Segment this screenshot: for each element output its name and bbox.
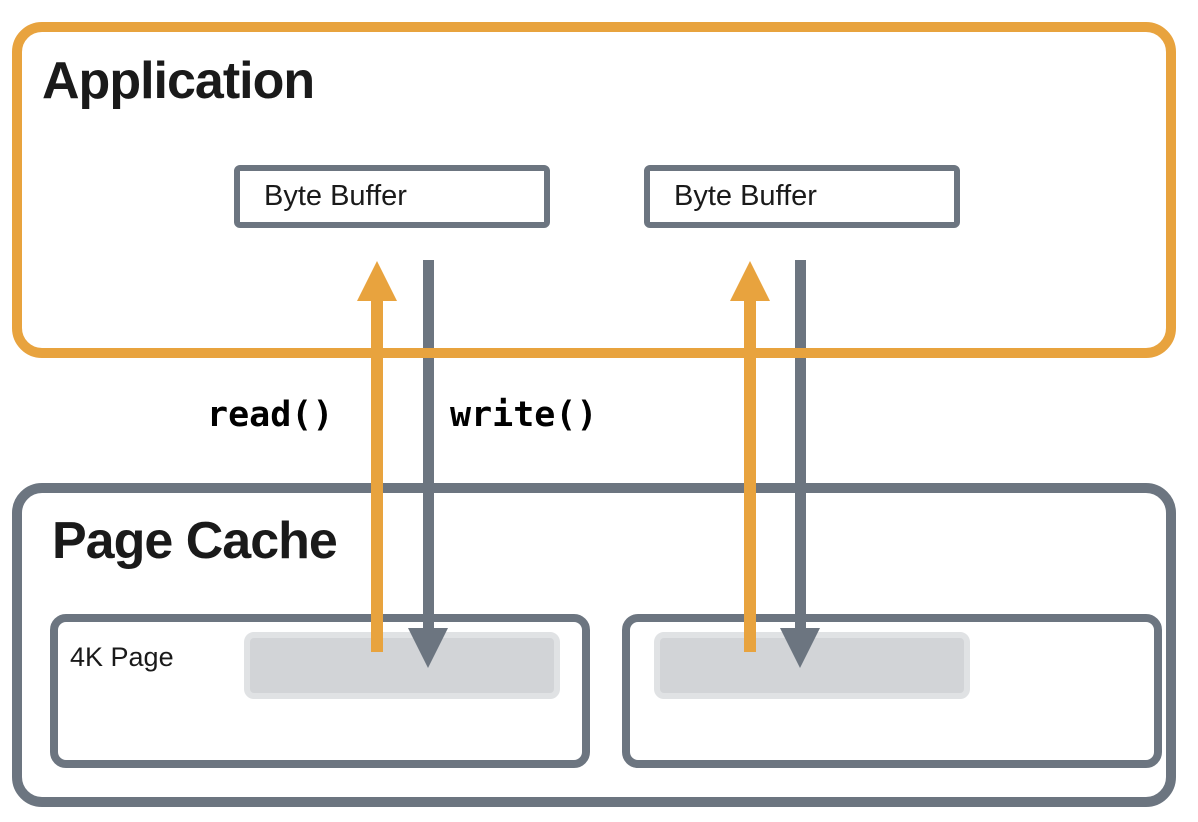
arrowhead-up-icon xyxy=(730,261,770,301)
page-cache-box: Page Cache 4K Page xyxy=(12,483,1176,807)
write-arrow-shaft xyxy=(795,260,806,630)
page-cache-title: Page Cache xyxy=(52,512,338,570)
write-arrow-shaft xyxy=(423,260,434,630)
byte-buffer-label: Byte Buffer xyxy=(264,180,407,212)
arrowhead-up-icon xyxy=(357,261,397,301)
byte-buffer-box-left: Byte Buffer xyxy=(234,165,550,228)
read-arrow-shaft xyxy=(371,299,383,652)
byte-buffer-label: Byte Buffer xyxy=(674,180,817,212)
read-arrow-shaft xyxy=(744,299,756,652)
cached-page-fill xyxy=(244,632,560,699)
page-box-label: 4K Page xyxy=(70,642,174,672)
byte-buffer-box-right: Byte Buffer xyxy=(644,165,960,228)
application-title: Application xyxy=(42,52,315,110)
arrowhead-down-icon xyxy=(780,628,820,668)
arrowhead-down-icon xyxy=(408,628,448,668)
page-box-right xyxy=(622,614,1162,768)
write-syscall-label: write() xyxy=(450,395,598,435)
page-box-left: 4K Page xyxy=(50,614,590,768)
application-box: Application xyxy=(12,22,1176,358)
read-syscall-label: read() xyxy=(207,395,334,435)
